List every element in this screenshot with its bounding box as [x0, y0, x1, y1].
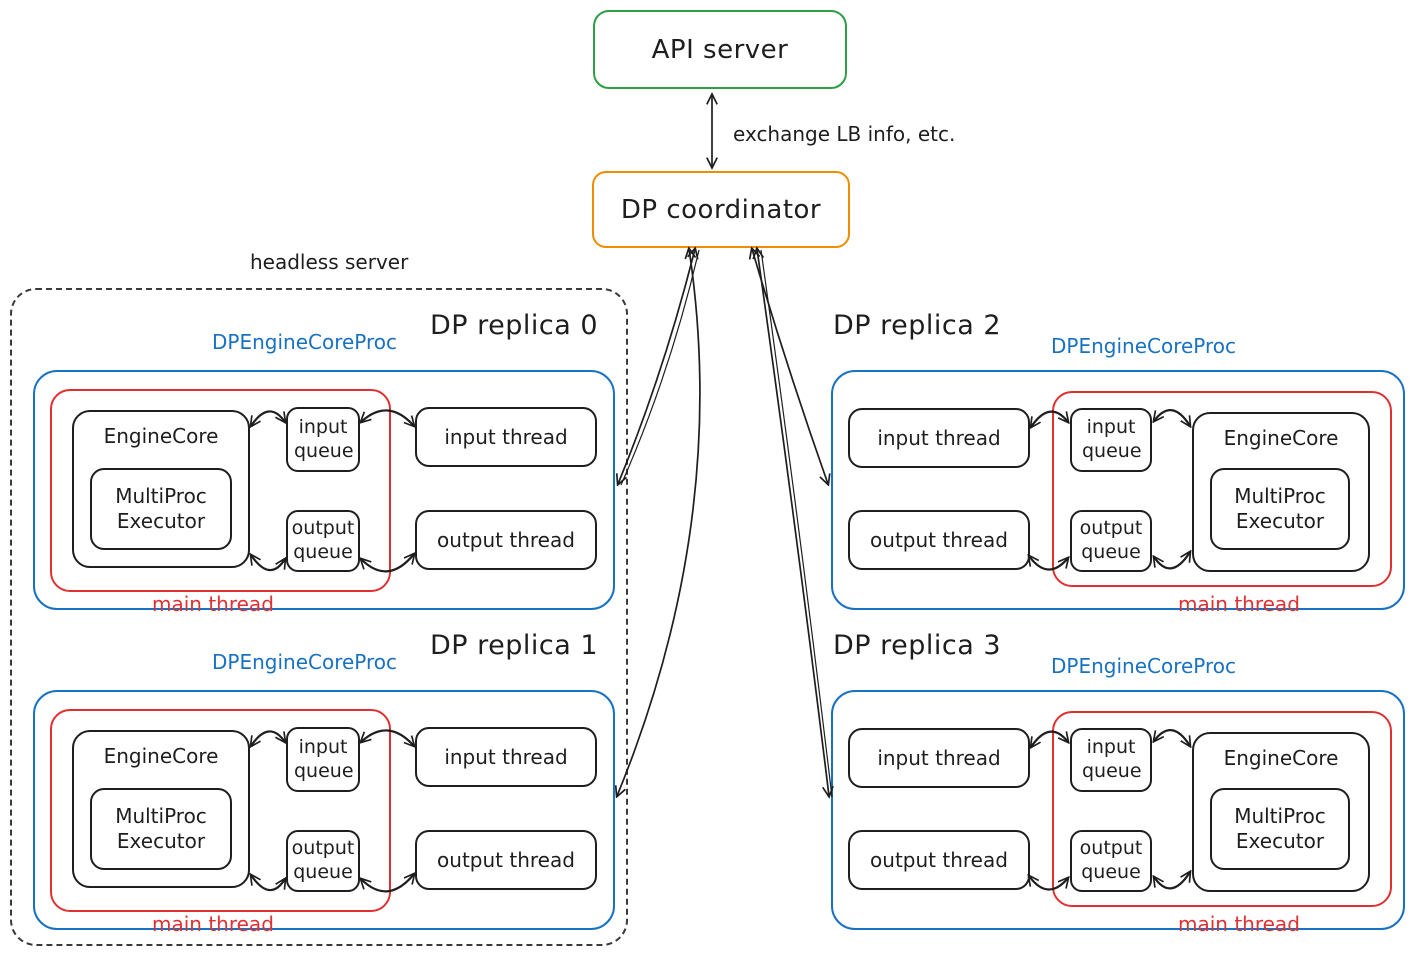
dp-coordinator-label: DP coordinator [620, 194, 822, 225]
replica0-proc-label: DPEngineCoreProc [212, 330, 398, 354]
replica0-engine-core-label: EngineCore [103, 424, 219, 448]
replica3-executor-box: MultiProc Executor [1210, 788, 1350, 870]
replica0-output-thread-box: output thread [415, 510, 597, 570]
replica1-title: DP replica 1 [430, 630, 599, 661]
replica2-engine-core-box: EngineCore [1192, 412, 1370, 572]
replica2-executor-box: MultiProc Executor [1210, 468, 1350, 550]
replica3-output-queue-label: output queue [1079, 837, 1143, 883]
replica1-executor-label: MultiProc Executor [115, 804, 207, 853]
replica3-input-thread-label: input thread [877, 745, 1001, 770]
replica1-engine-core-box: EngineCore [72, 730, 250, 888]
replica2-title: DP replica 2 [833, 310, 1002, 341]
replica2-main-thread-box [1052, 391, 1392, 587]
replica2-proc-label: DPEngineCoreProc [1051, 334, 1237, 358]
replica1-executor-box: MultiProc Executor [90, 788, 232, 870]
replica1-proc-box [33, 690, 615, 930]
replica3-input-thread-box: input thread [848, 728, 1030, 788]
replica0-engine-core-box: EngineCore [72, 410, 250, 568]
replica0-input-queue-label: input queue [294, 415, 354, 462]
replica2-output-thread-box: output thread [848, 510, 1030, 570]
replica3-title: DP replica 3 [833, 630, 1002, 661]
replica3-input-queue-label: input queue [1082, 736, 1142, 782]
replica2-output-thread-label: output thread [870, 527, 1008, 552]
replica3-output-thread-label: output thread [870, 847, 1008, 872]
api-server-label: API server [651, 34, 789, 65]
replica1-output-queue-box: output queue [286, 830, 360, 892]
dp-coordinator-box: DP coordinator [592, 171, 850, 248]
replica0-output-queue-box: output queue [286, 510, 360, 572]
headless-server-label: headless server [250, 250, 409, 274]
coordinator-replica2-arrow [752, 249, 828, 484]
exchange-note: exchange LB info, etc. [733, 122, 956, 146]
replica3-engine-core-box: EngineCore [1192, 732, 1370, 892]
replica0-input-thread-box: input thread [415, 407, 597, 467]
replica0-executor-label: MultiProc Executor [115, 484, 207, 533]
replica2-input-queue-label: input queue [1082, 416, 1142, 462]
replica2-engine-core-label: EngineCore [1223, 426, 1339, 450]
replica2-output-queue-label: output queue [1079, 517, 1143, 563]
coordinator-replica1-arrow [617, 249, 701, 796]
replica2-input-thread-label: input thread [877, 425, 1001, 450]
replica3-input-queue-box: input queue [1070, 728, 1152, 792]
replica2-executor-label: MultiProc Executor [1234, 484, 1326, 533]
replica1-input-queue-box: input queue [286, 727, 360, 792]
replica1-input-queue-label: input queue [294, 735, 354, 782]
replica2-main-thread-label: main thread [1178, 592, 1300, 616]
replica1-input-thread-box: input thread [415, 727, 597, 787]
replica3-output-queue-box: output queue [1070, 830, 1152, 892]
replica3-main-thread-box [1052, 711, 1392, 907]
coordinator-replica3-arrow [757, 249, 832, 797]
replica2-input-thread-box: input thread [848, 408, 1030, 468]
replica1-output-thread-label: output thread [437, 847, 575, 872]
replica3-engine-core-label: EngineCore [1223, 746, 1339, 770]
replica1-output-queue-label: output queue [291, 837, 355, 883]
api-server-box: API server [593, 10, 847, 89]
replica3-proc-box [831, 690, 1405, 930]
replica0-input-queue-box: input queue [286, 407, 360, 472]
replica1-main-thread-label: main thread [152, 912, 274, 936]
coordinator-replica0-arrow [618, 249, 700, 485]
replica1-engine-core-label: EngineCore [103, 744, 219, 768]
replica0-main-thread-box [50, 389, 391, 592]
replica0-title: DP replica 0 [430, 310, 599, 341]
replica1-main-thread-box [50, 709, 391, 912]
replica2-input-queue-box: input queue [1070, 408, 1152, 472]
replica3-main-thread-label: main thread [1178, 912, 1300, 936]
replica2-output-queue-box: output queue [1070, 510, 1152, 572]
replica0-output-thread-label: output thread [437, 527, 575, 552]
replica1-input-thread-label: input thread [444, 744, 568, 769]
replica1-output-thread-box: output thread [415, 830, 597, 890]
replica1-proc-label: DPEngineCoreProc [212, 650, 398, 674]
replica0-proc-box [33, 370, 615, 610]
replica0-input-thread-label: input thread [444, 424, 568, 449]
replica3-executor-label: MultiProc Executor [1234, 804, 1326, 853]
replica0-main-thread-label: main thread [152, 592, 274, 616]
replica3-proc-label: DPEngineCoreProc [1051, 654, 1237, 678]
replica0-output-queue-label: output queue [291, 517, 355, 563]
replica0-executor-box: MultiProc Executor [90, 468, 232, 550]
replica3-output-thread-box: output thread [848, 830, 1030, 890]
